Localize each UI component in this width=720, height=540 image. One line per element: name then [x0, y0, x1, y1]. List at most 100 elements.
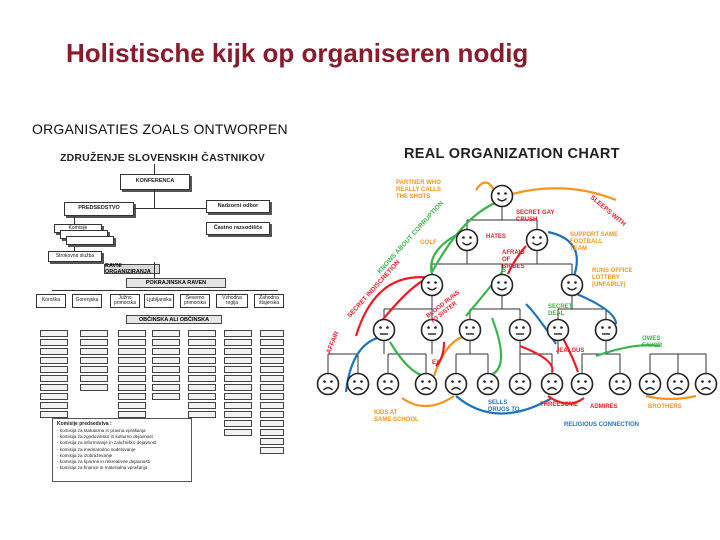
- konferenca-box: KONFERENCA: [120, 174, 190, 190]
- relation-label: SLEEPS WITH: [589, 194, 627, 228]
- unit-cell: [118, 366, 146, 373]
- relation-label: EX: [432, 360, 440, 366]
- unit-cell: [260, 375, 284, 382]
- unit-cell: [224, 375, 252, 382]
- unit-cell: [40, 366, 68, 373]
- unit-cell: [118, 402, 146, 409]
- unit-cell: [40, 357, 68, 364]
- unit-cell: [188, 357, 216, 364]
- person-face-icon: [490, 273, 514, 297]
- relationship-arrow: [487, 317, 503, 378]
- person-face-icon: [540, 372, 564, 396]
- person-face-icon: [638, 372, 662, 396]
- unit-cell: [118, 339, 146, 346]
- unit-cell: [40, 330, 68, 337]
- slide-title: Holistische kijk op organiseren nodig: [66, 38, 529, 68]
- relationship-arrow: [506, 245, 527, 275]
- unit-cell: [260, 357, 284, 364]
- unit-cell: [152, 366, 180, 373]
- relation-label: GOLF: [420, 240, 437, 246]
- legend-item: - komisija za informiranje in založniško…: [57, 440, 157, 446]
- relationship-arrow: [595, 344, 661, 358]
- unit-cell: [80, 357, 108, 364]
- designed-org-chart: ZDRUŽENJE SLOVENSKIH ČASTNIKOV KONFERENC…: [34, 150, 290, 482]
- relationship-arrow: [455, 395, 553, 415]
- relationship-arrow: [547, 395, 585, 405]
- person-face-icon: [525, 228, 549, 252]
- pokrajinska-raven-band: POKRAJINSKA RAVEN: [126, 278, 226, 288]
- unit-cell: [40, 348, 68, 355]
- unit-cell: [260, 339, 284, 346]
- predsedstvo-box: PREDSEDSTVO: [64, 202, 134, 216]
- unit-cell: [224, 348, 252, 355]
- unit-cell: [80, 339, 108, 346]
- unit-cell: [260, 366, 284, 373]
- unit-cell: [188, 366, 216, 373]
- relation-label: SECRET INDISCRETION: [346, 259, 401, 319]
- region-box: Južno primorska: [110, 294, 140, 308]
- legend-item: - komisija za zgodovinsko in kulturno de…: [57, 434, 153, 440]
- person-face-icon: [490, 184, 514, 208]
- unit-cell: [260, 384, 284, 391]
- unit-cell: [80, 384, 108, 391]
- obcinska-raven-band: OBČINSKA ALI OBČINSKA: [126, 315, 222, 324]
- unit-cell: [152, 384, 180, 391]
- unit-cell: [80, 366, 108, 373]
- person-face-icon: [376, 372, 400, 396]
- region-box: Severno primorska: [180, 294, 210, 308]
- unit-cell: [224, 420, 252, 427]
- unit-cell: [188, 339, 216, 346]
- nadzorni-odbor-box: Nadzorni odbor: [206, 200, 270, 213]
- unit-cell: [118, 330, 146, 337]
- unit-cell: [260, 330, 284, 337]
- person-face-icon: [316, 372, 340, 396]
- person-face-icon: [444, 372, 468, 396]
- unit-cell: [152, 348, 180, 355]
- person-face-icon: [570, 372, 594, 396]
- slide-subtitle: ORGANISATIES ZOALS ONTWORPEN: [32, 121, 288, 137]
- unit-cell: [224, 429, 252, 436]
- person-face-icon: [508, 318, 532, 342]
- unit-cell: [260, 348, 284, 355]
- unit-cell: [260, 402, 284, 409]
- relationship-arrow: [519, 344, 554, 373]
- person-face-icon: [560, 273, 584, 297]
- unit-cell: [224, 357, 252, 364]
- real-chart-title: REAL ORGANIZATION CHART: [404, 146, 620, 162]
- designed-chart-header: ZDRUŽENJE SLOVENSKIH ČASTNIKOV: [60, 152, 265, 164]
- relation-label: RELIGIOUS CONNECTION: [564, 422, 639, 428]
- relation-label: JEALOUS: [556, 348, 584, 354]
- unit-cell: [260, 411, 284, 418]
- castno-razsodisce-box: Častno razsodišče: [206, 222, 270, 235]
- unit-cell: [80, 375, 108, 382]
- person-face-icon: [476, 372, 500, 396]
- unit-cell: [118, 357, 146, 364]
- relationship-arrow: [435, 341, 446, 367]
- person-face-icon: [594, 318, 618, 342]
- region-box: Koroška: [36, 294, 66, 308]
- unit-cell: [152, 393, 180, 400]
- relation-label: THREESOME: [540, 402, 578, 408]
- person-face-icon: [420, 273, 444, 297]
- person-face-icon: [414, 372, 438, 396]
- relationship-arrow: [465, 271, 503, 317]
- person-face-icon: [666, 372, 690, 396]
- unit-cell: [118, 375, 146, 382]
- unit-cell: [224, 366, 252, 373]
- unit-cell: [118, 348, 146, 355]
- relationship-arrow: [571, 290, 618, 325]
- legend-title: Komisije predsedstva :: [57, 421, 112, 427]
- unit-cell: [188, 402, 216, 409]
- ravni-organiziranja-band: RAVNI ORGANIZIRANJA: [104, 263, 160, 275]
- strokovna-sluzba-box: Strokovna služba: [48, 251, 102, 262]
- relationship-arrow: [432, 334, 467, 377]
- relationship-arrow: [354, 276, 433, 337]
- unit-cell: [152, 339, 180, 346]
